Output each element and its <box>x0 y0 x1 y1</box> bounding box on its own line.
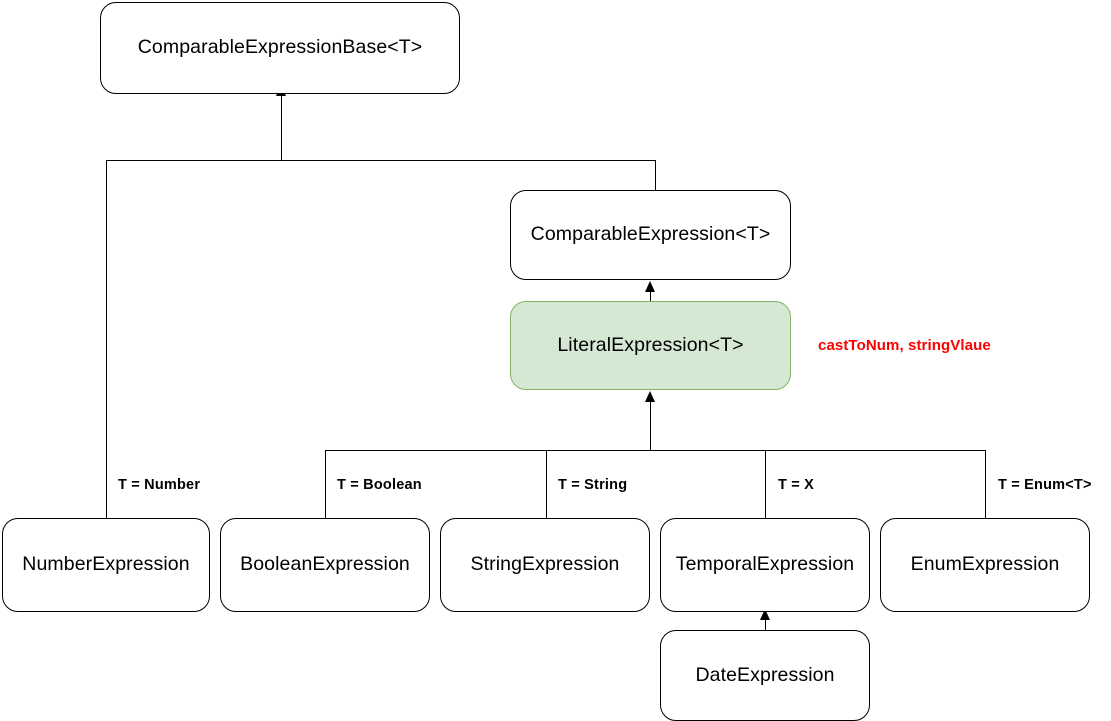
class-node-label: EnumExpression <box>910 553 1060 576</box>
edge-bus2-horizontal <box>325 450 985 451</box>
edge-bus1-right-leg-to-comparable <box>655 160 656 191</box>
class-node-date-expression[interactable]: DateExpression <box>660 630 870 721</box>
class-node-label: StringExpression <box>470 553 620 576</box>
edge-bus2-to-literal <box>650 402 651 451</box>
edge-bus1-to-base <box>281 96 282 161</box>
edge-literal-to-comparable <box>650 292 651 302</box>
arrowhead-to-literal <box>645 391 655 402</box>
class-node-string-expression[interactable]: StringExpression <box>440 518 650 612</box>
class-node-comparable-expression[interactable]: ComparableExpression<T> <box>510 190 791 280</box>
class-node-label: NumberExpression <box>22 553 190 576</box>
edge-bus2-leg-to-enum <box>985 450 986 518</box>
edge-label-string: T = String <box>558 477 628 493</box>
class-node-comparable-expression-base[interactable]: ComparableExpressionBase<T> <box>100 2 460 94</box>
class-node-enum-expression[interactable]: EnumExpression <box>880 518 1090 612</box>
edge-date-to-temporal <box>765 620 766 631</box>
class-node-temporal-expression[interactable]: TemporalExpression <box>660 518 870 612</box>
class-node-label: LiteralExpression<T> <box>557 333 744 356</box>
edge-label-enum: T = Enum<T> <box>998 477 1092 493</box>
arrowhead-to-comparable <box>645 281 655 292</box>
edge-label-temporal: T = X <box>778 477 815 493</box>
edge-bus2-leg-to-temporal <box>765 450 766 518</box>
edge-label-number: T = Number <box>118 477 201 493</box>
class-node-label: BooleanExpression <box>240 553 410 576</box>
edge-label-boolean: T = Boolean <box>337 477 422 493</box>
class-node-number-expression[interactable]: NumberExpression <box>2 518 210 612</box>
arrowhead-to-temporal <box>760 609 770 620</box>
class-node-boolean-expression[interactable]: BooleanExpression <box>220 518 430 612</box>
class-node-label: ComparableExpression<T> <box>530 223 771 246</box>
class-node-label: DateExpression <box>695 663 835 686</box>
edge-bus2-leg-to-boolean <box>325 450 326 518</box>
edge-bus1-horizontal <box>106 160 655 161</box>
class-node-label: ComparableExpressionBase<T> <box>137 36 423 59</box>
annotation-literal-methods: castToNum, stringVlaue <box>818 337 991 354</box>
edge-bus1-left-leg-to-number <box>106 160 107 518</box>
class-node-literal-expression[interactable]: LiteralExpression<T> <box>510 301 791 390</box>
edge-bus2-leg-to-string <box>546 450 547 518</box>
class-node-label: TemporalExpression <box>675 553 855 576</box>
